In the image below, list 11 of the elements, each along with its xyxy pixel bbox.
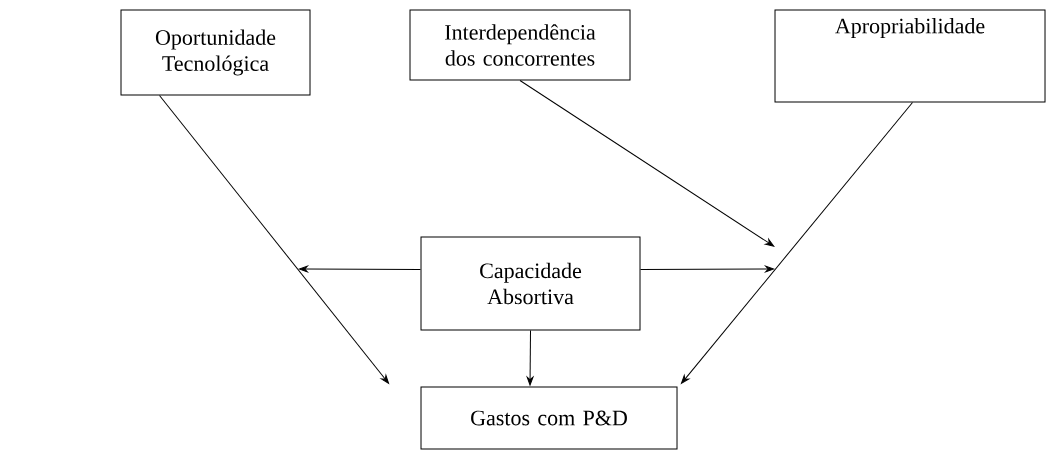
arrow: [640, 265, 775, 273]
box: Interdependência dos concorrentes: [409, 9, 631, 81]
box: Apropriabilidade: [774, 9, 1046, 103]
arrow: [519, 80, 775, 247]
arrow: [159, 95, 390, 384]
arrow: [298, 265, 421, 273]
box: Capacidade Absortiva: [420, 236, 641, 331]
arrow: [680, 102, 913, 384]
box: Oportunidade Tecnológica: [120, 9, 311, 96]
arrow: [526, 330, 534, 386]
box: Gastos com P&D: [420, 386, 678, 450]
